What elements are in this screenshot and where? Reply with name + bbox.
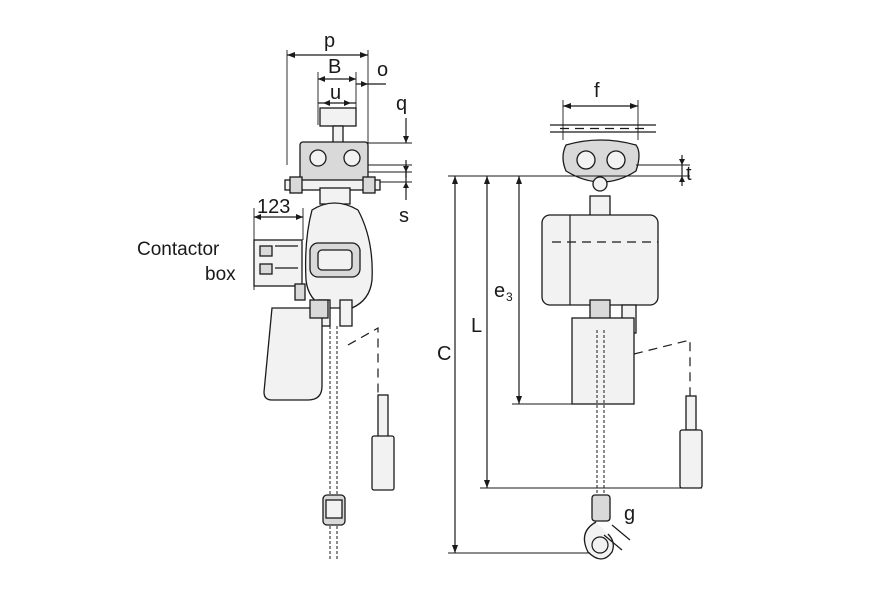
rail-front: [550, 124, 656, 133]
pendant-front: [679, 395, 703, 489]
dimension-o: o: [356, 59, 388, 87]
label-p: p: [324, 30, 335, 52]
label-123: 123: [257, 196, 290, 218]
label-e: e: [494, 280, 505, 302]
label-t: t: [686, 163, 692, 185]
label-B: B: [328, 56, 341, 78]
contactor-box: [253, 239, 303, 287]
label-L: L: [471, 315, 482, 337]
pendant-cord-front: [633, 339, 691, 396]
label-g: g: [624, 503, 635, 525]
label-u: u: [330, 82, 341, 104]
pendant-cord-side: [347, 326, 379, 395]
hook-side: [322, 494, 346, 526]
contactor-label-line2: box: [205, 264, 236, 285]
dimension-e3: e 3: [494, 175, 600, 405]
trolley: [284, 141, 381, 205]
dimension-C: C: [437, 175, 590, 554]
pendant-side: [371, 394, 395, 491]
dimension-L: L: [471, 175, 702, 489]
label-e-subscript: 3: [506, 290, 513, 304]
label-f: f: [594, 80, 600, 102]
label-C: C: [437, 343, 451, 365]
dimension-f: f: [562, 80, 639, 140]
contactor-label-line1: Contactor: [137, 239, 220, 260]
hoist-body-front: [541, 195, 659, 405]
label-q: q: [396, 93, 407, 115]
hook-front: [583, 494, 614, 560]
dimension-g: g: [603, 503, 635, 551]
dimension-t: t: [600, 155, 692, 186]
chain-bucket: [263, 283, 329, 401]
front-view: f t: [437, 80, 703, 560]
side-view: p B o u: [137, 30, 412, 560]
hoist-body-side: [304, 202, 373, 327]
trolley-front: [562, 139, 640, 192]
label-s: s: [399, 205, 409, 227]
label-o: o: [377, 59, 388, 81]
dimension-u: u: [318, 82, 356, 106]
